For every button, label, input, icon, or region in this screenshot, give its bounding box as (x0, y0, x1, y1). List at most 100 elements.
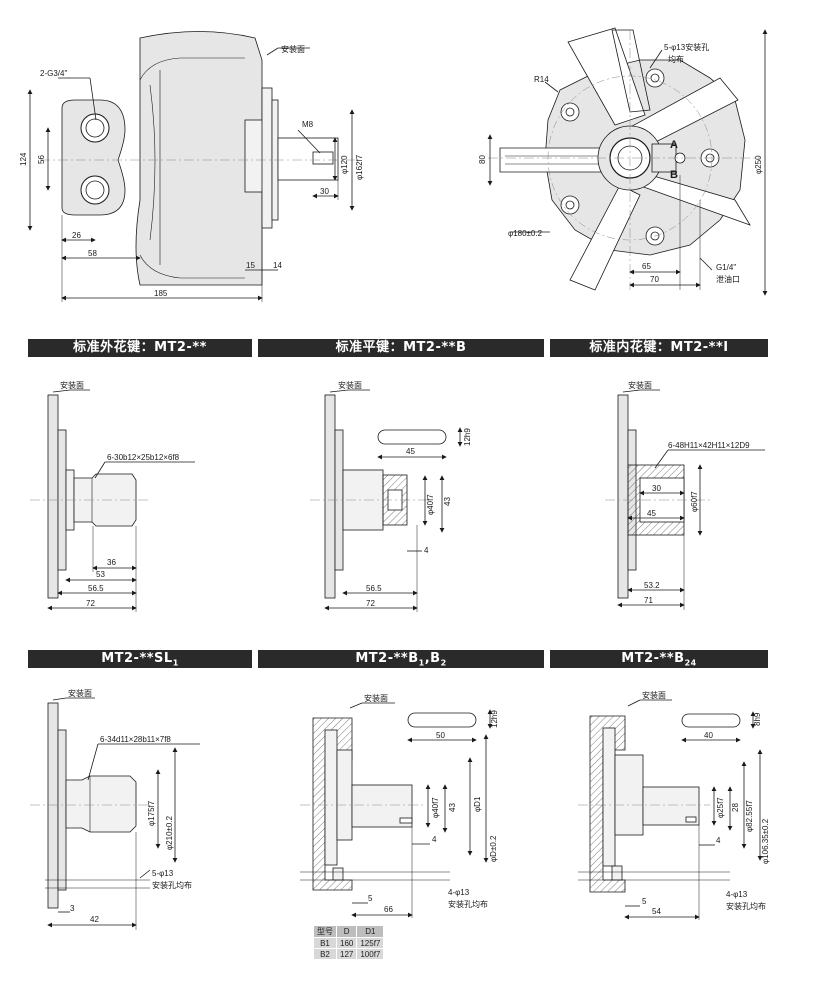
v5-dim-43: 43 (448, 803, 457, 812)
v3-dim-71: 71 (644, 596, 653, 605)
v5-holes-even: 安装孔均布 (448, 899, 488, 909)
v5-mount: 安装面 (364, 693, 388, 703)
v6-phi25: φ25f7 (716, 797, 725, 818)
v1-spline: 6-30b12×25b12×6f8 (107, 453, 180, 462)
motor-front-view (487, 27, 768, 296)
v6-holes-even: 安装孔均布 (726, 901, 766, 911)
v6-mount: 安装面 (642, 690, 666, 700)
section-header-subscript: 1 (172, 658, 179, 668)
v3-dim-45: 45 (647, 509, 656, 518)
motor-side-view (27, 31, 355, 302)
v6-phi106: φ106.35±0.2 (761, 818, 770, 864)
v2-dim-43: 43 (443, 497, 452, 506)
tr-holes-even: 均布 (668, 54, 684, 64)
view-b1-b2 (300, 702, 493, 918)
section-header-text: ,B (424, 651, 441, 666)
table-header-cell: D (335, 925, 358, 938)
v6-dim-5: 5 (642, 897, 647, 906)
tl-port-label: 2-G3/4" (40, 69, 67, 78)
v4-holes-even: 安装孔均布 (152, 880, 192, 890)
v5-holes: 4-φ13 (448, 888, 470, 897)
table-cell: 160 (335, 937, 358, 949)
section-header-sl1: MT2-**SL1 (28, 650, 252, 668)
section-header-subscript: 1 (418, 658, 425, 668)
v1-dim-53: 53 (96, 570, 105, 579)
view-b24 (578, 699, 763, 920)
v1-dim-565: 56.5 (88, 584, 104, 593)
v3-mount: 安装面 (628, 380, 652, 390)
v2-dim-45: 45 (406, 447, 415, 456)
v4-spline: 6-34d11×28b11×7f8 (100, 735, 171, 744)
v6-dim-54: 54 (652, 907, 661, 916)
view-sl1 (30, 697, 200, 930)
tr-dim-70: 70 (650, 275, 659, 284)
v3-phi60: φ60f7 (690, 491, 699, 512)
view-internal-spline (605, 389, 765, 610)
v6-holes: 4-φ13 (726, 890, 748, 899)
table-cell: B2 (313, 948, 337, 960)
section-header-text: 标准平键：MT2-**B (335, 340, 467, 355)
tl-dim-56: 56 (37, 155, 46, 164)
v4-holes: 5-φ13 (152, 869, 174, 878)
table-row: B1 160 125f7 (313, 937, 385, 949)
v2-phi40: φ40f7 (426, 494, 435, 515)
tl-dim-185: 185 (154, 289, 168, 298)
v6-dim-40: 40 (704, 731, 713, 740)
tr-phi180: φ180±0.2 (508, 229, 543, 238)
tr-r14: R14 (534, 75, 549, 84)
tr-drain: 泄油口 (716, 274, 740, 284)
table-cell: 100f7 (356, 948, 385, 960)
tl-dim-14: 14 (273, 261, 282, 270)
tl-phi162: φ162f7 (355, 154, 364, 180)
tl-dim-15: 15 (246, 261, 255, 270)
tr-port-b: B (670, 169, 678, 181)
section-header-subscript: 2 (440, 658, 447, 668)
section-header-flat-key: 标准平键：MT2-**B (258, 339, 544, 357)
v5-dim-5: 5 (368, 894, 373, 903)
tr-dim-250: φ250 (754, 155, 763, 174)
section-header-b1-b2: MT2-**B1,B2 (258, 650, 544, 668)
tl-thread-label: M8 (302, 120, 314, 129)
section-header-subscript: 24 (684, 658, 697, 668)
section-header-internal-spline: 标准内花键：MT2-**I (550, 339, 768, 357)
table-cell: 125f7 (356, 937, 385, 949)
table-row: B2 127 100f7 (313, 948, 385, 960)
tl-dim-124: 124 (19, 152, 28, 166)
table-header-cell: 型号 (313, 925, 337, 938)
section-header-text: MT2-**B (355, 651, 419, 666)
section-header-text: MT2-**B (621, 651, 685, 666)
tr-port-a: A (670, 139, 678, 151)
view-flat-key (310, 389, 463, 612)
v4-dim-3: 3 (70, 904, 75, 913)
tr-g14: G1/4" (716, 263, 736, 272)
v4-mount: 安装面 (68, 688, 92, 698)
v1-dim-36: 36 (107, 558, 116, 567)
v2-dim-565: 56.5 (366, 584, 382, 593)
table-cell: B1 (313, 937, 337, 949)
section-header-text: MT2-**SL (101, 651, 173, 666)
table-header-row: 型号 D D1 (313, 925, 385, 938)
model-dimension-table: 型号 D D1 B1 160 125f7 B2 127 100f7 (313, 925, 385, 960)
v5-phi-d: φD±0.2 (489, 835, 498, 862)
v6-phi82: φ82.55f7 (745, 800, 754, 832)
section-header-text: 标准内花键：MT2-**I (589, 340, 729, 355)
v5-dim-50: 50 (436, 731, 445, 740)
tr-dim-65: 65 (642, 262, 651, 271)
tr-holes: 5-φ13安装孔 (664, 42, 709, 52)
v4-dim-42: 42 (90, 915, 99, 924)
v1-dim-72: 72 (86, 599, 95, 608)
table-cell: 127 (335, 948, 358, 960)
view-external-spline (30, 389, 195, 612)
v2-dim-4: 4 (424, 546, 429, 555)
tr-dim-80: 80 (478, 155, 487, 164)
section-header-b24: MT2-**B24 (550, 650, 768, 668)
tl-dim-30: 30 (320, 187, 329, 196)
v6-dim-28: 28 (731, 803, 740, 812)
v1-mount: 安装面 (60, 380, 84, 390)
v3-dim-532: 53.2 (644, 581, 660, 590)
v5-dim-66: 66 (384, 905, 393, 914)
section-header-external-spline: 标准外花键：MT2-** (28, 339, 252, 357)
v4-phi210: φ210±0.2 (165, 815, 174, 850)
tl-phi120: φ120 (340, 155, 349, 174)
